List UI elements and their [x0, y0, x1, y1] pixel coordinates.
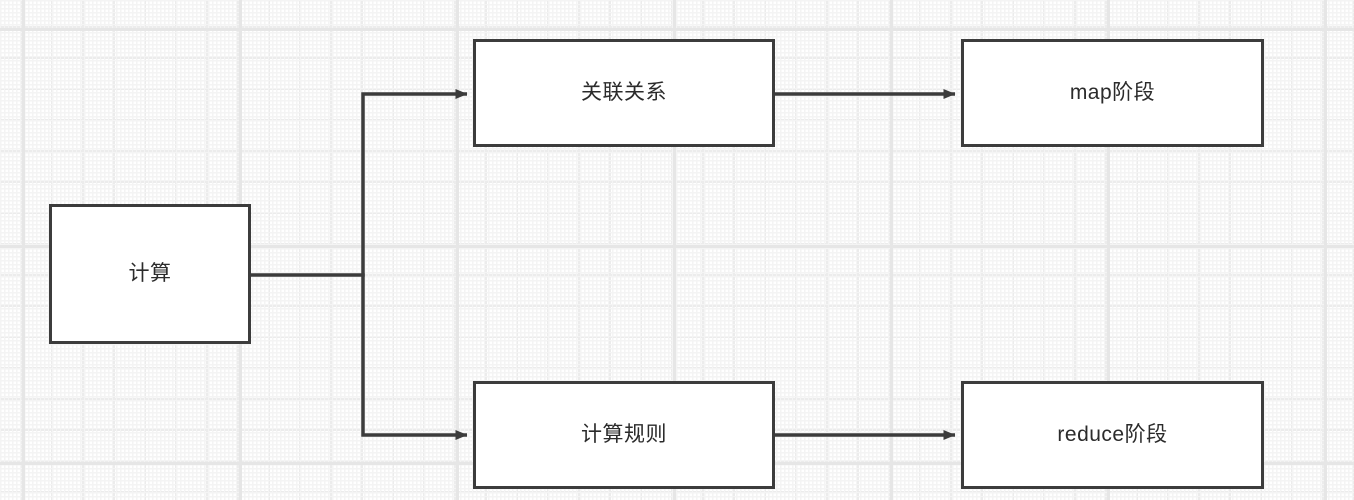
node-map-stage[interactable]: map阶段	[961, 39, 1264, 147]
node-relation[interactable]: 关联关系	[473, 39, 775, 147]
node-reduce-stage-label: reduce阶段	[1057, 423, 1168, 447]
node-compute[interactable]: 计算	[49, 204, 251, 344]
node-relation-label: 关联关系	[581, 81, 667, 105]
edge-compute-to-relation[interactable]	[361, 89, 468, 275]
node-map-stage-label: map阶段	[1069, 81, 1156, 105]
edge-compute-to-compute-rule[interactable]	[361, 275, 468, 440]
node-compute-rule-label: 计算规则	[581, 423, 667, 447]
node-reduce-stage[interactable]: reduce阶段	[961, 381, 1264, 489]
node-compute-label: 计算	[128, 262, 172, 286]
node-compute-rule[interactable]: 计算规则	[473, 381, 775, 489]
